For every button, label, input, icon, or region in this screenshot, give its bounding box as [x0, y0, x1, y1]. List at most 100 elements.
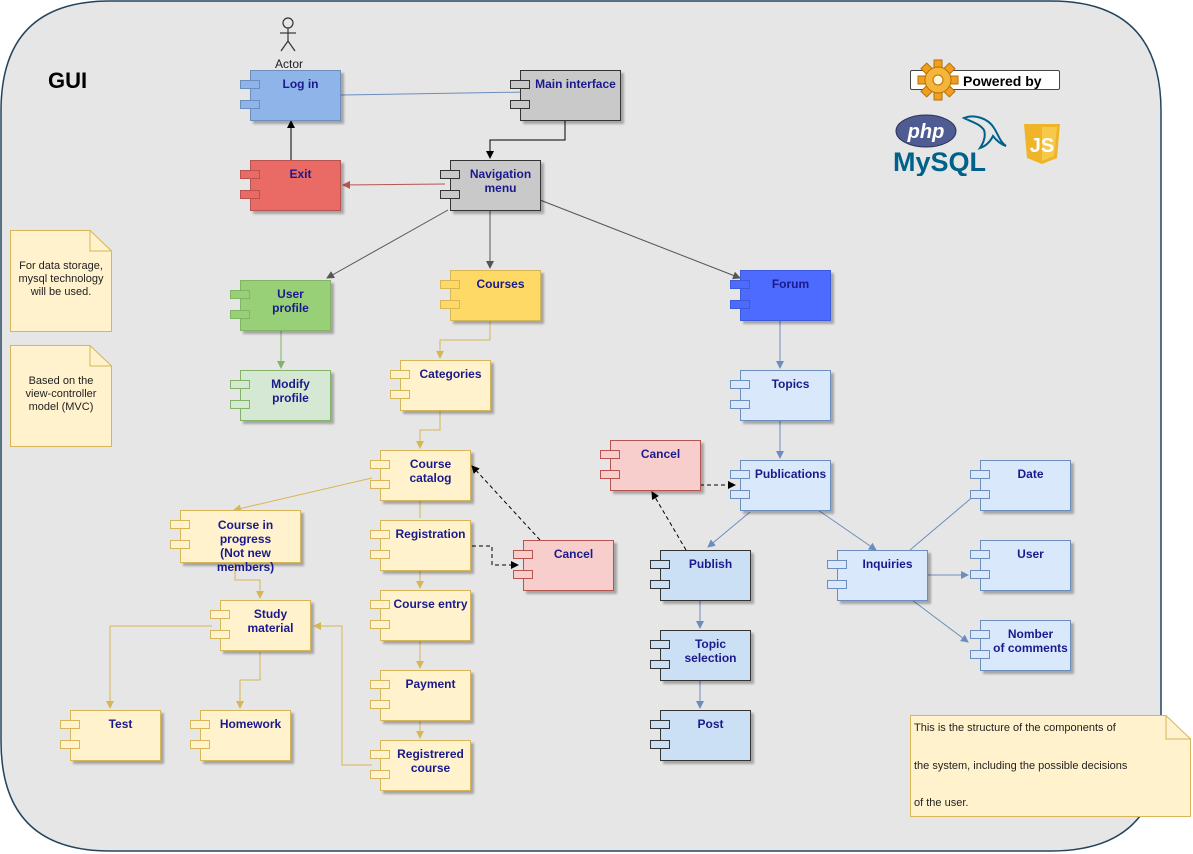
- component-stub: [230, 380, 250, 389]
- edge-courses-categories: [436, 320, 491, 359]
- component-label: Registrered course: [397, 747, 464, 775]
- component-stub: [970, 570, 990, 579]
- php-logo-icon: php: [895, 114, 957, 148]
- component-categories[interactable]: Categories: [390, 360, 491, 411]
- component-label: Modify profile: [271, 377, 310, 405]
- component-stub: [210, 630, 230, 639]
- component-exit[interactable]: Exit: [240, 160, 341, 211]
- component-navigation-menu[interactable]: Navigation menu: [440, 160, 541, 211]
- note-mvc: Based on the view-controller model (MVC): [10, 345, 112, 447]
- component-course-in-progress[interactable]: Course in progress (Not new members): [170, 510, 301, 574]
- component-stub: [650, 660, 670, 669]
- component-label: Cancel: [553, 547, 594, 561]
- component-stub: [240, 170, 260, 179]
- note-text: Based on the view-controller model (MVC): [25, 375, 97, 413]
- component-registered-course[interactable]: Registrered course: [370, 740, 471, 791]
- component-label: Course in progress (Not new members): [216, 518, 275, 574]
- component-forum[interactable]: Forum: [730, 270, 831, 321]
- component-stub: [827, 560, 847, 569]
- component-label: Date: [1017, 467, 1044, 481]
- component-publish[interactable]: Publish: [650, 550, 751, 601]
- component-label: Topic selection: [684, 637, 737, 665]
- edge-nav-exit: [342, 180, 446, 189]
- component-label: Categories: [419, 367, 482, 381]
- edge-publications-inquiries: [817, 509, 877, 551]
- component-stub: [240, 100, 260, 109]
- component-post[interactable]: Post: [650, 710, 751, 761]
- component-study-material[interactable]: Study material: [210, 600, 311, 651]
- edge-categories-catalog: [416, 410, 441, 449]
- component-publications[interactable]: Publications: [730, 460, 831, 511]
- component-label: Publish: [688, 557, 733, 571]
- component-stub: [370, 770, 390, 779]
- component-login[interactable]: Log in: [240, 70, 341, 121]
- component-stub: [650, 740, 670, 749]
- component-topic-selection[interactable]: Topic selection: [650, 630, 751, 681]
- component-main-interface[interactable]: Main interface: [510, 70, 621, 121]
- component-stub: [60, 740, 80, 749]
- component-date[interactable]: Date: [970, 460, 1071, 511]
- component-homework[interactable]: Homework: [190, 710, 291, 761]
- component-stub: [650, 720, 670, 729]
- component-label: Course catalog: [409, 457, 452, 485]
- note-structure: This is the structure of the components …: [910, 715, 1191, 817]
- edge-nav-user: [326, 209, 449, 279]
- component-stub: [170, 540, 190, 549]
- component-stub: [370, 460, 390, 469]
- powered-by-label: Powered by: [963, 73, 1042, 89]
- component-stub: [730, 300, 750, 309]
- component-stub: [370, 480, 390, 489]
- component-user[interactable]: User: [970, 540, 1071, 591]
- component-course-catalog[interactable]: Course catalog: [370, 450, 471, 501]
- component-label: Test: [108, 717, 133, 731]
- component-cancel-course[interactable]: Cancel: [513, 540, 614, 591]
- component-label: Courses: [476, 277, 525, 291]
- mysql-logo-icon: MySQL: [893, 147, 986, 176]
- note-line-1: This is the structure of the components …: [914, 722, 1116, 734]
- component-course-entry[interactable]: Course entry: [370, 590, 471, 641]
- component-stub: [600, 450, 620, 459]
- component-stub: [190, 720, 210, 729]
- component-payment[interactable]: Payment: [370, 670, 471, 721]
- js-logo-text: JS: [1030, 135, 1054, 157]
- edge-publish-cancel: [651, 491, 687, 551]
- component-label: User profile: [272, 287, 309, 315]
- component-stub: [230, 400, 250, 409]
- mysql-logo-text: MySQL: [893, 147, 986, 176]
- edge-cancel-catalog: [471, 465, 541, 541]
- component-stub: [730, 280, 750, 289]
- component-courses[interactable]: Courses: [440, 270, 541, 321]
- component-stub: [370, 620, 390, 629]
- component-stub: [370, 600, 390, 609]
- note-line-3: of the user.: [914, 797, 969, 809]
- component-stub: [230, 310, 250, 319]
- component-label: Registration: [395, 527, 466, 541]
- component-user-profile[interactable]: User profile: [230, 280, 331, 331]
- actor-label: Actor: [274, 57, 303, 71]
- component-stub: [240, 190, 260, 199]
- note-line-2: the system, including the possible decis…: [914, 760, 1128, 772]
- component-label: Main interface: [535, 77, 616, 91]
- component-label: Forum: [771, 277, 810, 291]
- component-test[interactable]: Test: [60, 710, 161, 761]
- component-stub: [970, 650, 990, 659]
- component-stub: [650, 640, 670, 649]
- component-topics[interactable]: Topics: [730, 370, 831, 421]
- component-label: Exit: [289, 167, 312, 181]
- component-inquiries[interactable]: Inquiries: [827, 550, 928, 601]
- component-stub: [970, 550, 990, 559]
- component-number-of-comments[interactable]: Nomber of comments: [970, 620, 1071, 671]
- edge-progress-study: [234, 562, 264, 599]
- component-cancel-forum[interactable]: Cancel: [600, 440, 701, 491]
- component-stub: [600, 470, 620, 479]
- component-registration[interactable]: Registration: [370, 520, 471, 571]
- note-storage: For data storage, mysql technology will …: [10, 230, 112, 332]
- component-stub: [440, 300, 460, 309]
- gui-title: GUI: [48, 68, 88, 93]
- edge-login-main: [340, 88, 529, 97]
- component-label: Study material: [247, 607, 294, 635]
- gear-icon: [917, 59, 959, 101]
- component-modify-profile[interactable]: Modify profile: [230, 370, 331, 421]
